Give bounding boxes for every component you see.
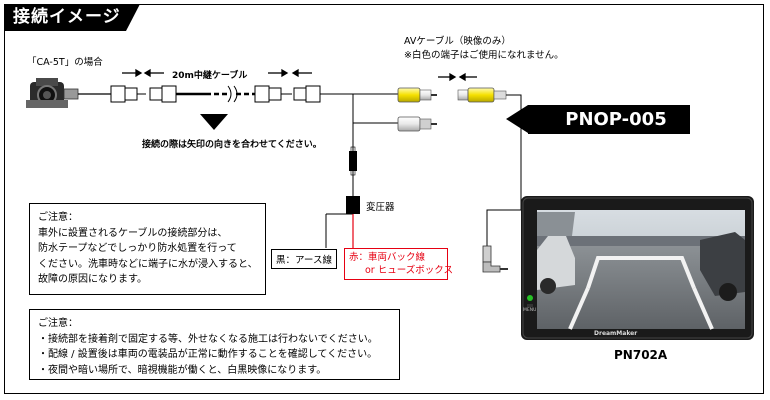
fuse-holder (349, 151, 357, 171)
camera-label: 「CA-5T」の場合 (27, 57, 103, 68)
caution-note-1-title: ご注意： (38, 212, 78, 223)
power-led (527, 295, 533, 301)
extension-cable-label: 20m中継ケーブル (172, 71, 248, 81)
red-wire-box: 赤：車両バック線 or ヒューズボックス (344, 248, 453, 280)
extension-connector-left (110, 85, 177, 103)
caution-note-2-line: ・接続部を接着剤で固定する等、外せなくなる施工は行わないでください。 (38, 333, 378, 345)
transformer-label: 変圧器 (366, 202, 395, 213)
av-plug-yellow (397, 87, 437, 103)
caution-note-2-line: ・配線 / 設置後は車両の電装品が正常に動作することを確認してください。 (38, 349, 378, 360)
monitor-plug (482, 245, 508, 273)
caution-note-1-line: 防水テープなどでしっかり防水処置を行って (38, 243, 237, 254)
caution-note-2: ご注意： ・接続部を接着剤で固定する等、外せなくなる施工は行わないでください。 … (29, 309, 400, 380)
ground-wire-label: 黒：アース線 (271, 249, 337, 269)
transformer-box (346, 196, 360, 214)
caution-note-2-title: ご注意： (38, 318, 78, 329)
camera-ca5t (26, 78, 79, 108)
av-plug-white (397, 116, 437, 132)
monitor-screen (537, 210, 745, 330)
monitor-model-label: PN702A (614, 348, 668, 362)
direction-arrows-right (268, 68, 312, 78)
caution-note-1-line: 故障の原因になります。 (38, 274, 147, 285)
av-cable-note: ※白色の端子はご使用になれません。 (404, 50, 564, 61)
direction-arrows-left (122, 68, 164, 78)
monitor-menu-button[interactable]: MENU (523, 308, 537, 313)
av-plug-monitor-side (457, 87, 511, 103)
wiring-lines (320, 93, 522, 248)
extension-connector-right (254, 85, 321, 103)
red-wire-label-1: 赤：車両バック線 (349, 252, 426, 263)
header-title: 接続イメージ (4, 4, 140, 31)
direction-arrows-av (438, 72, 477, 82)
caution-note-1-line: 車外に設置されるケーブルの接続部分は、 (38, 227, 228, 239)
product-badge: PNOP-005 (506, 105, 690, 134)
monitor-pn702a (521, 196, 754, 340)
caution-note-2-line: ・夜間や暗い場所で、暗視機能が働くと、白黒映像になります。 (38, 364, 327, 376)
caution-note-1: ご注意： 車外に設置されるケーブルの接続部分は、 防水テープなどでしっかり防水処… (29, 203, 266, 295)
arrow-alignment-note: 接続の際は矢印の向きを合わせてください。 (142, 140, 322, 150)
extension-cable (176, 85, 268, 103)
down-triangle-icon (200, 114, 228, 130)
diagram-frame (4, 4, 764, 394)
caution-note-1-line: ください。洗車時などに端子に水が浸入すると、 (38, 258, 258, 270)
monitor-brand: DreamMaker (594, 330, 638, 337)
av-cable-title: AVケーブル（映像のみ） (404, 36, 511, 47)
red-wire-label-2: or ヒューズボックス (365, 265, 453, 276)
